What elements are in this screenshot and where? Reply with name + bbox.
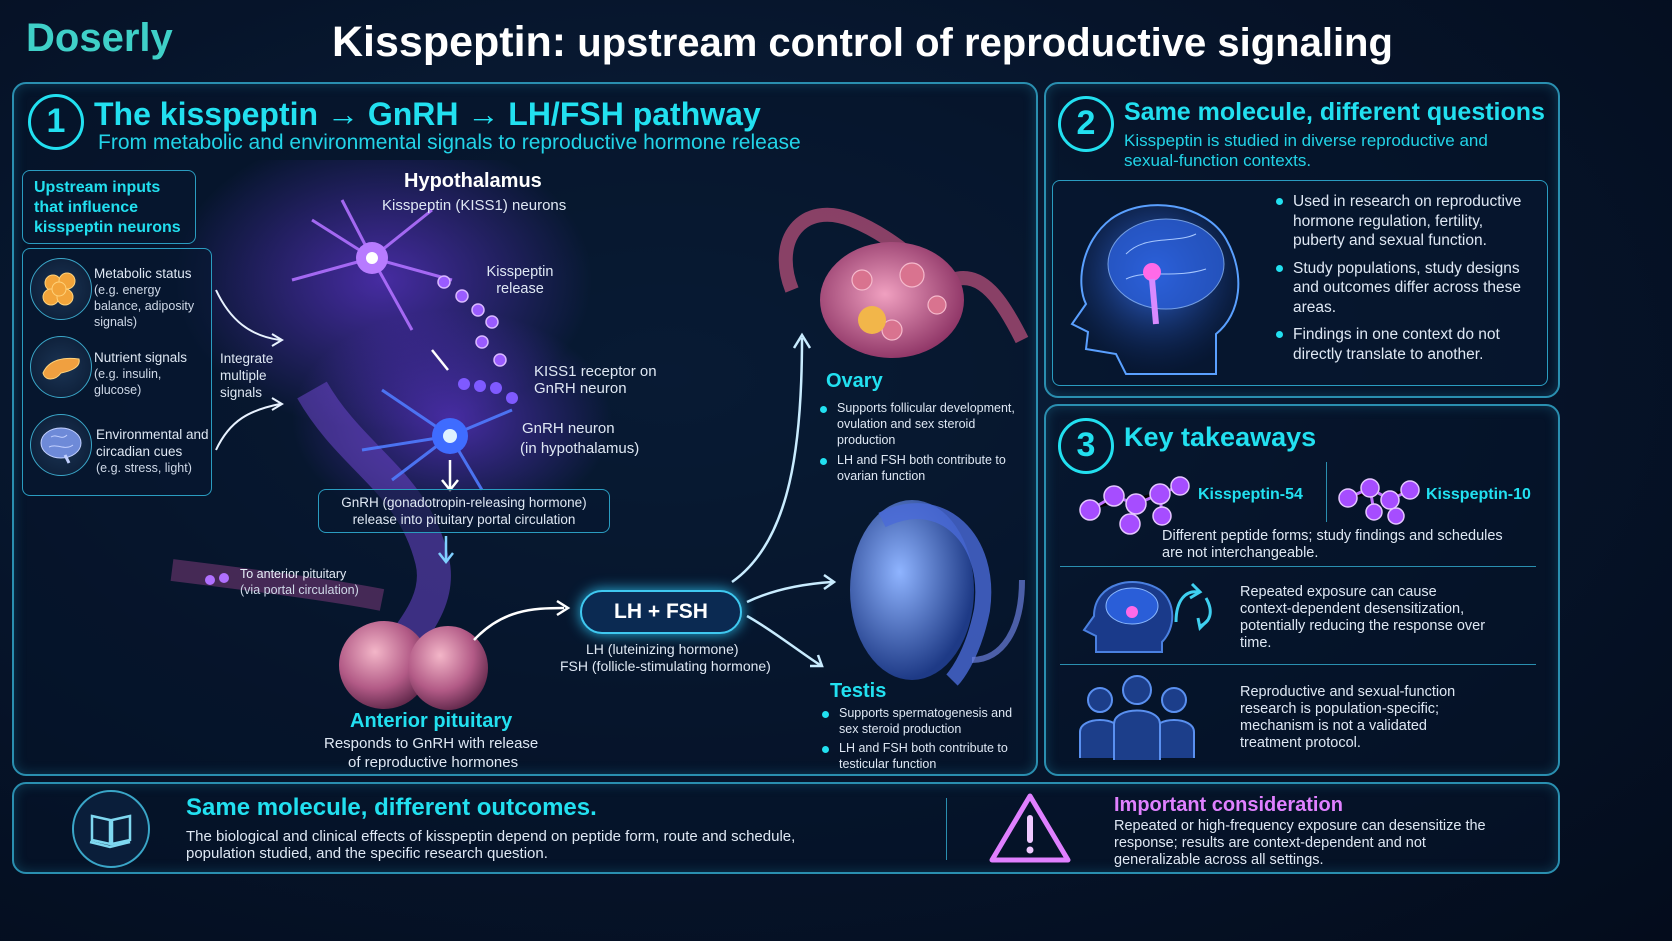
inputs-header: Upstream inputs that influence kisspepti… xyxy=(34,179,181,236)
kisspeptin-10-molecule-icon xyxy=(1338,478,1420,525)
to-pituitary-text: To anterior pituitary xyxy=(240,567,347,581)
population-text: Reproductive and sexual-function researc… xyxy=(1240,684,1456,751)
fat-cells-icon xyxy=(30,258,92,320)
pituitary-sub2: of reproductive hormones xyxy=(348,754,519,771)
title-rest: upstream control of reproductive signali… xyxy=(566,21,1393,65)
page-title: Kisspeptin: upstream control of reproduc… xyxy=(332,18,1393,67)
gnrh-box-line1: GnRH (gonadotropin-releasing hormone) xyxy=(341,495,587,510)
gnrh-neuron-label: GnRH neuron xyxy=(522,420,615,437)
lh-fsh-badge: LH + FSH xyxy=(580,590,742,634)
takeaways-divider-2 xyxy=(1060,664,1536,665)
lh-definition: LH (luteinizing hormone) xyxy=(586,641,739,657)
panel2-number: 2 xyxy=(1058,96,1114,152)
footer-bar xyxy=(12,782,1560,874)
questions-bullet: Study populations, study designs and out… xyxy=(1276,259,1538,318)
inputs-header-box xyxy=(22,170,196,244)
desensitization-icon xyxy=(1082,581,1212,653)
forms-text: Different peptide forms; study findings … xyxy=(1162,528,1503,561)
brain-icon xyxy=(30,414,92,476)
brand-logo: Doserly xyxy=(26,16,173,60)
to-pituitary-label: To anterior pituitary (via portal circul… xyxy=(240,566,359,598)
input-detail: (e.g. stress, light) xyxy=(96,461,192,475)
ovary-bullet: Supports follicular development, ovulati… xyxy=(820,400,1030,448)
input-detail: (e.g. insulin, glucose) xyxy=(94,367,162,397)
to-pituitary-sub: (via portal circulation) xyxy=(240,583,359,597)
ovary-title: Ovary xyxy=(826,370,883,392)
title-bold: Kisspeptin: xyxy=(332,18,567,66)
panel3-title: Key takeaways xyxy=(1124,422,1317,452)
input-environmental: Environmental and circadian cues (e.g. s… xyxy=(96,426,212,476)
footer-divider xyxy=(946,798,947,860)
testis-bullet: LH and FSH both contribute to testicular… xyxy=(822,740,1022,772)
kisspeptin-release-label: Kisspeptin release xyxy=(486,264,554,297)
book-icon xyxy=(72,790,150,868)
panel3-number: 3 xyxy=(1058,418,1114,474)
input-detail: (e.g. energy balance, adiposity signals) xyxy=(94,283,195,329)
hypothalamus-title: Hypothalamus xyxy=(404,170,542,192)
panel1-number: 1 xyxy=(28,94,84,150)
pituitary-title: Anterior pituitary xyxy=(350,710,513,732)
panel1-title: The kisspeptin → GnRH → LH/FSH pathway xyxy=(94,96,761,132)
kisspeptin-54-molecule-icon xyxy=(1079,476,1190,535)
input-label: Metabolic status xyxy=(94,266,192,281)
testis-bullet: Supports spermatogenesis and sex steroid… xyxy=(822,705,1022,737)
questions-bullets: Used in research on reproductive hormone… xyxy=(1276,192,1538,364)
testis-bullets: Supports spermatogenesis and sex steroid… xyxy=(822,705,1022,772)
ovary-bullets: Supports follicular development, ovulati… xyxy=(820,400,1030,484)
input-label: Nutrient signals xyxy=(94,350,188,365)
gnrh-neuron-sub: (in hypothalamus) xyxy=(520,440,640,457)
pancreas-icon xyxy=(30,336,92,398)
panel2-title: Same molecule, different questions xyxy=(1124,98,1545,126)
footer-left-text: The biological and clinical effects of k… xyxy=(186,828,796,862)
input-nutrient: Nutrient signals (e.g. insulin, glucose) xyxy=(94,349,210,398)
testis-title: Testis xyxy=(830,680,887,702)
kisspeptin-54-label: Kisspeptin-54 xyxy=(1198,486,1303,503)
population-icon xyxy=(1079,675,1195,760)
input-metabolic: Metabolic status (e.g. energy balance, a… xyxy=(94,265,210,330)
kisspeptin-10-label: Kisspeptin-10 xyxy=(1426,486,1531,503)
questions-bullet: Used in research on reproductive hormone… xyxy=(1276,192,1538,251)
panel1-subtitle: From metabolic and environmental signals… xyxy=(98,131,801,154)
gnrh-release-box: GnRH (gonadotropin-releasing hormone) re… xyxy=(318,489,610,533)
integrate-label: Integrate multiple signals xyxy=(220,351,274,400)
warning-icon xyxy=(989,793,1071,863)
footer-right-text: Repeated or high-frequency exposure can … xyxy=(1114,818,1486,868)
questions-bullet: Findings in one context do not directly … xyxy=(1276,325,1538,364)
footer-right-title: Important consideration xyxy=(1114,794,1343,816)
pathway-illustration xyxy=(170,160,1029,710)
hypothalamus-sub: Kisspeptin (KISS1) neurons xyxy=(382,197,567,214)
desensitization-text: Repeated exposure can cause context-depe… xyxy=(1240,584,1486,651)
kiss1-receptor-label: KISS1 receptor on GnRH neuron xyxy=(534,363,657,397)
ovary-bullet: LH and FSH both contribute to ovarian fu… xyxy=(820,452,1030,484)
footer-left-title: Same molecule, different outcomes. xyxy=(186,794,597,821)
panel2-subtitle: Kisspeptin is studied in diverse reprodu… xyxy=(1124,131,1488,170)
fsh-definition: FSH (follicle-stimulating hormone) xyxy=(560,658,771,674)
integrate-arrows xyxy=(215,289,284,451)
molecule-divider xyxy=(1326,462,1327,522)
pituitary-sub1: Responds to GnRH with release xyxy=(324,735,539,752)
gnrh-box-line2: release into pituitary portal circulatio… xyxy=(352,512,576,527)
input-label: Environmental and circadian cues xyxy=(96,427,209,459)
takeaways-divider-1 xyxy=(1060,566,1536,567)
head-brain-icon xyxy=(1070,204,1240,375)
